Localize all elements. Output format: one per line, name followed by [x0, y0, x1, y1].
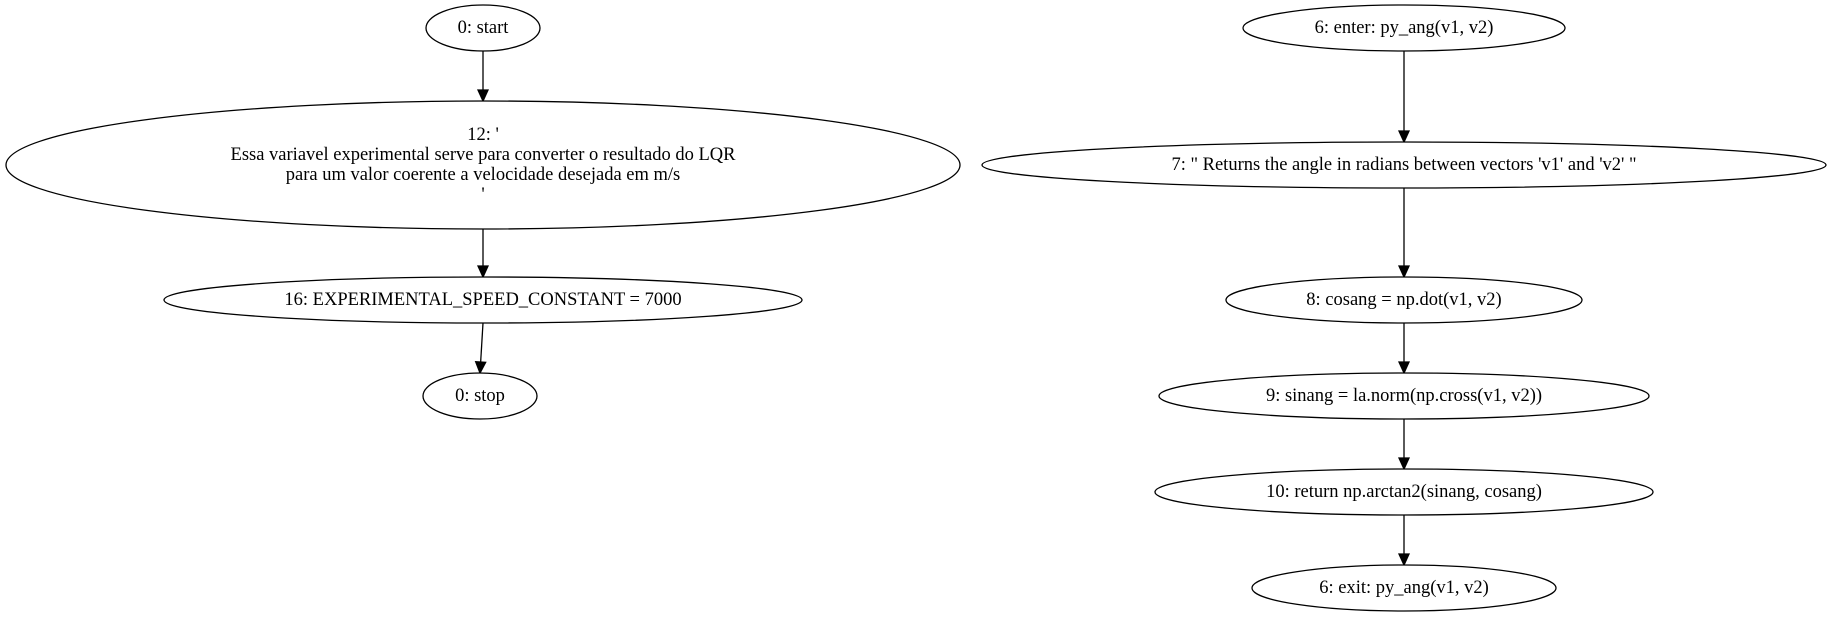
edge-sinang-to-return: [1397, 419, 1411, 471]
node-label: ': [481, 185, 484, 205]
node-label: 16: EXPERIMENTAL_SPEED_CONSTANT = 7000: [284, 290, 681, 310]
node-label: 10: return np.arctan2(sinang, cosang): [1266, 482, 1542, 502]
node-ellipse: [5, 100, 961, 230]
node-sinang: 9: sinang = la.norm(np.cross(v1, v2)): [1158, 372, 1650, 420]
arrowhead: [1397, 130, 1411, 144]
edge-docstring-to-const: [476, 229, 490, 279]
edge-return-to-exit: [1397, 515, 1411, 567]
node-label: 9: sinang = la.norm(np.cross(v1, v2)): [1266, 386, 1542, 406]
node-docstring: 12: 'Essa variavel experimental serve pa…: [5, 100, 961, 230]
arrowhead: [1397, 361, 1411, 375]
node-label: 0: stop: [455, 386, 505, 406]
node-ellipse: [981, 141, 1827, 189]
arrowhead: [1397, 265, 1411, 279]
node-stop: 0: stop: [422, 372, 538, 420]
node-label: 0: start: [458, 18, 510, 38]
node-ellipse: [422, 372, 538, 420]
edge-const-to-stop: [474, 322, 487, 375]
node-ellipse: [1158, 372, 1650, 420]
node-const: 16: EXPERIMENTAL_SPEED_CONSTANT = 7000: [163, 276, 803, 324]
node-exit: 6: exit: py_ang(v1, v2): [1251, 564, 1557, 612]
edge-cosang-to-sinang: [1397, 323, 1411, 375]
edge-enter-to-doc2: [1397, 51, 1411, 144]
arrowhead: [1397, 553, 1411, 567]
node-ellipse: [1154, 468, 1654, 516]
node-ellipse: [163, 276, 803, 324]
node-start: 0: start: [425, 4, 541, 52]
node-ellipse: [1242, 4, 1566, 52]
node-label: 6: exit: py_ang(v1, v2): [1319, 578, 1489, 598]
node-label: 8: cosang = np.dot(v1, v2): [1306, 290, 1501, 310]
node-return: 10: return np.arctan2(sinang, cosang): [1154, 468, 1654, 516]
node-ellipse: [1251, 564, 1557, 612]
node-label: Essa variavel experimental serve para co…: [231, 145, 737, 165]
node-doc2: 7: " Returns the angle in radians betwee…: [981, 141, 1827, 189]
node-ellipse: [425, 4, 541, 52]
node-cosang: 8: cosang = np.dot(v1, v2): [1225, 276, 1583, 324]
arrowhead: [476, 89, 490, 103]
edge-doc2-to-cosang: [1397, 188, 1411, 279]
node-label: 6: enter: py_ang(v1, v2): [1315, 18, 1494, 38]
arrowhead: [1397, 457, 1411, 471]
node-label: 7: " Returns the angle in radians betwee…: [1171, 155, 1636, 175]
arrowhead: [476, 265, 490, 279]
edge-start-to-docstring: [476, 51, 490, 103]
node-label: 12: ': [467, 125, 499, 145]
edge-line: [480, 322, 484, 363]
arrowhead: [474, 361, 487, 375]
node-label: para um valor coerente a velocidade dese…: [286, 165, 680, 185]
node-enter: 6: enter: py_ang(v1, v2): [1242, 4, 1566, 52]
node-ellipse: [1225, 276, 1583, 324]
